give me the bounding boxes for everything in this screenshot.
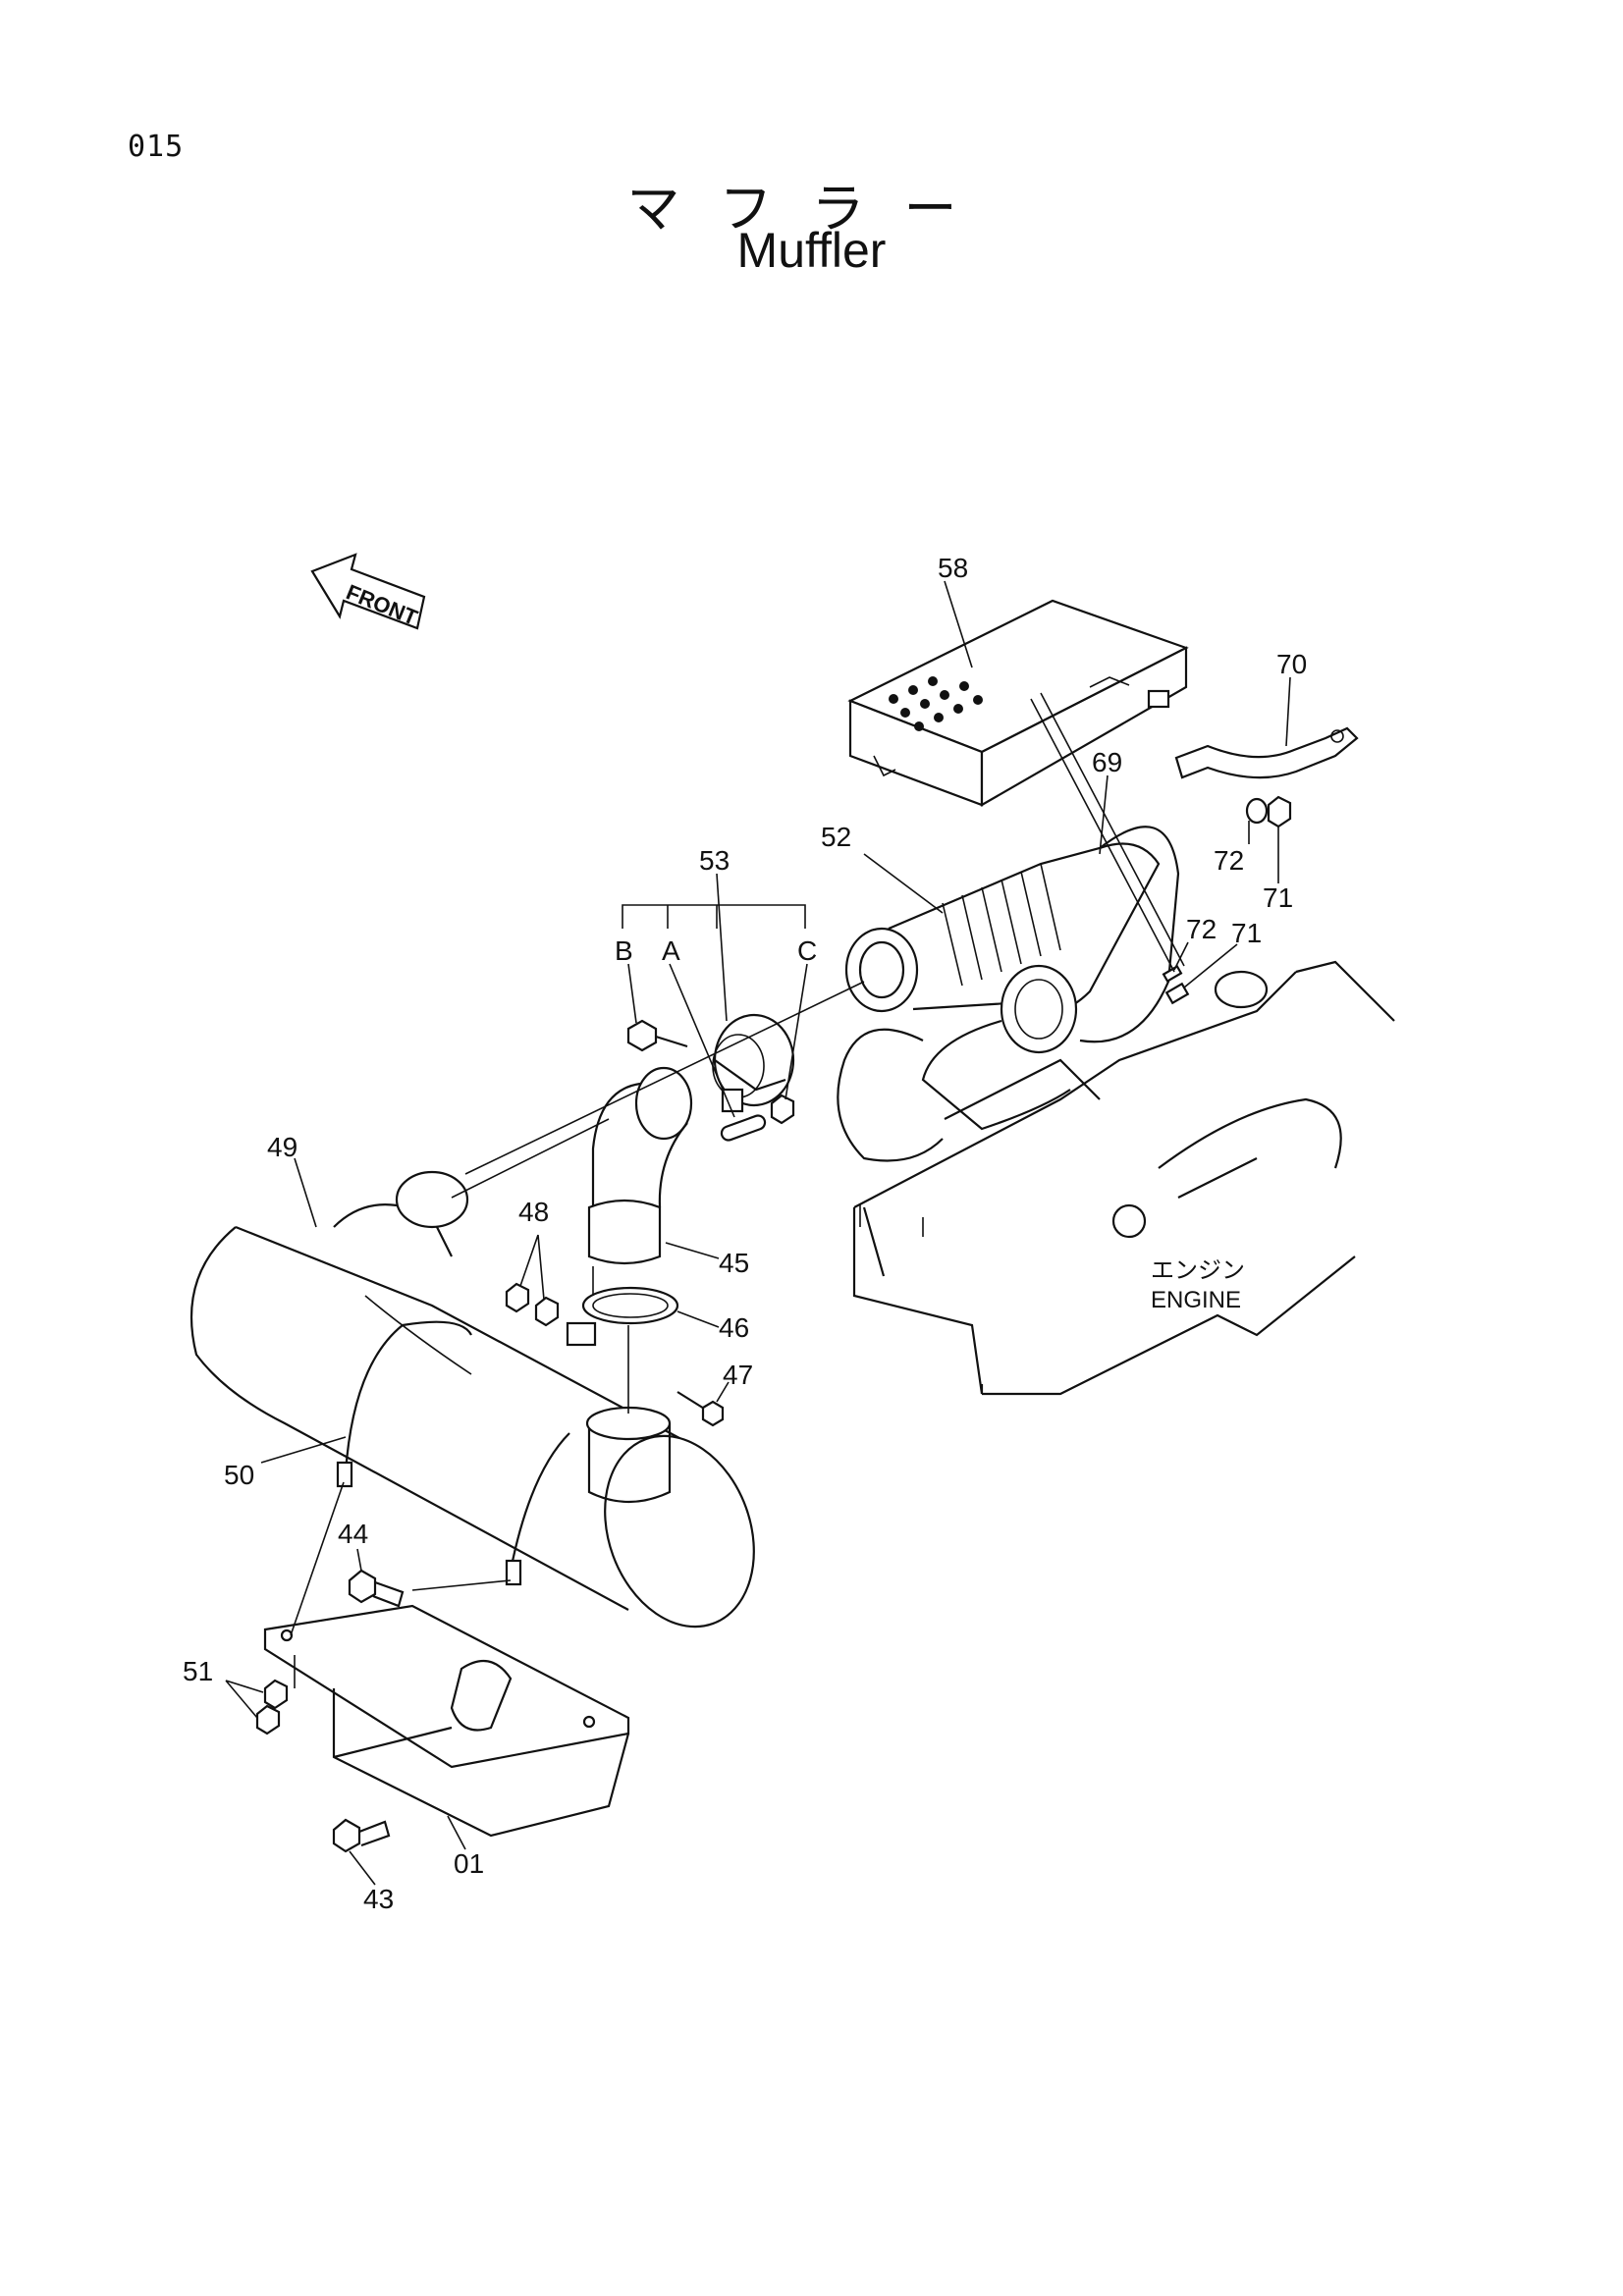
callout-47: 47 <box>723 1360 753 1390</box>
title-japanese: マフラー <box>626 178 997 240</box>
callout-49: 49 <box>267 1132 298 1162</box>
callout-b: B <box>615 935 633 966</box>
callout-72-upper: 72 <box>1214 845 1244 876</box>
callout-48: 48 <box>518 1197 549 1227</box>
callout-01: 01 <box>454 1848 484 1879</box>
flex-pipe-52 <box>844 826 1180 1043</box>
callout-71-upper: 71 <box>1263 882 1293 913</box>
bolt-44 <box>348 1569 405 1608</box>
mounting-bracket-01 <box>263 1604 630 1838</box>
nut-48a <box>505 1282 530 1313</box>
leader-lines <box>225 580 1291 1886</box>
band-clamp-46 <box>566 1286 679 1347</box>
washer-72-upper <box>1245 797 1269 825</box>
callout-45: 45 <box>719 1248 749 1278</box>
elbow-pipe-45 <box>587 1066 693 1265</box>
callout-a: A <box>662 935 680 966</box>
callout-52: 52 <box>821 822 851 852</box>
callout-58: 58 <box>938 553 968 583</box>
pin-a <box>720 1114 767 1142</box>
callout-51: 51 <box>183 1656 213 1686</box>
bracket-70 <box>1174 726 1359 779</box>
bolt-47 <box>676 1391 725 1427</box>
strap-50 <box>336 1320 570 1586</box>
washer-72-lower <box>1162 965 1183 983</box>
callout-69: 69 <box>1092 747 1122 777</box>
callout-c: C <box>797 935 817 966</box>
bolt-b <box>626 1019 688 1052</box>
callout-50: 50 <box>224 1460 254 1490</box>
engine-label-jp: エンジン <box>1151 1257 1245 1284</box>
callout-46: 46 <box>719 1312 749 1343</box>
nut-51b <box>255 1704 281 1735</box>
callout-70: 70 <box>1276 649 1307 679</box>
muffler-cover-58 <box>847 599 1189 807</box>
callout-44: 44 <box>338 1519 368 1549</box>
nut-c <box>770 1094 795 1125</box>
callout-71-lower: 71 <box>1231 918 1262 948</box>
title-english: Muffler <box>736 223 887 278</box>
turbo-outlet-elbow <box>921 964 1078 1131</box>
muffler-49 <box>189 1118 755 1629</box>
bolt-43 <box>332 1818 391 1853</box>
callout-53: 53 <box>699 845 730 876</box>
engine-block: エンジン ENGINE <box>837 960 1395 1396</box>
nut-51a <box>263 1679 289 1710</box>
page-number: 015 <box>128 130 185 164</box>
callout-43: 43 <box>363 1884 394 1914</box>
engine-label-en: ENGINE <box>1151 1287 1241 1313</box>
nut-71-upper <box>1267 795 1292 828</box>
front-arrow-icon: FRONT <box>310 553 426 630</box>
nut-71-lower <box>1164 982 1190 1005</box>
callout-72-lower: 72 <box>1186 914 1217 944</box>
nut-48b <box>534 1296 560 1327</box>
